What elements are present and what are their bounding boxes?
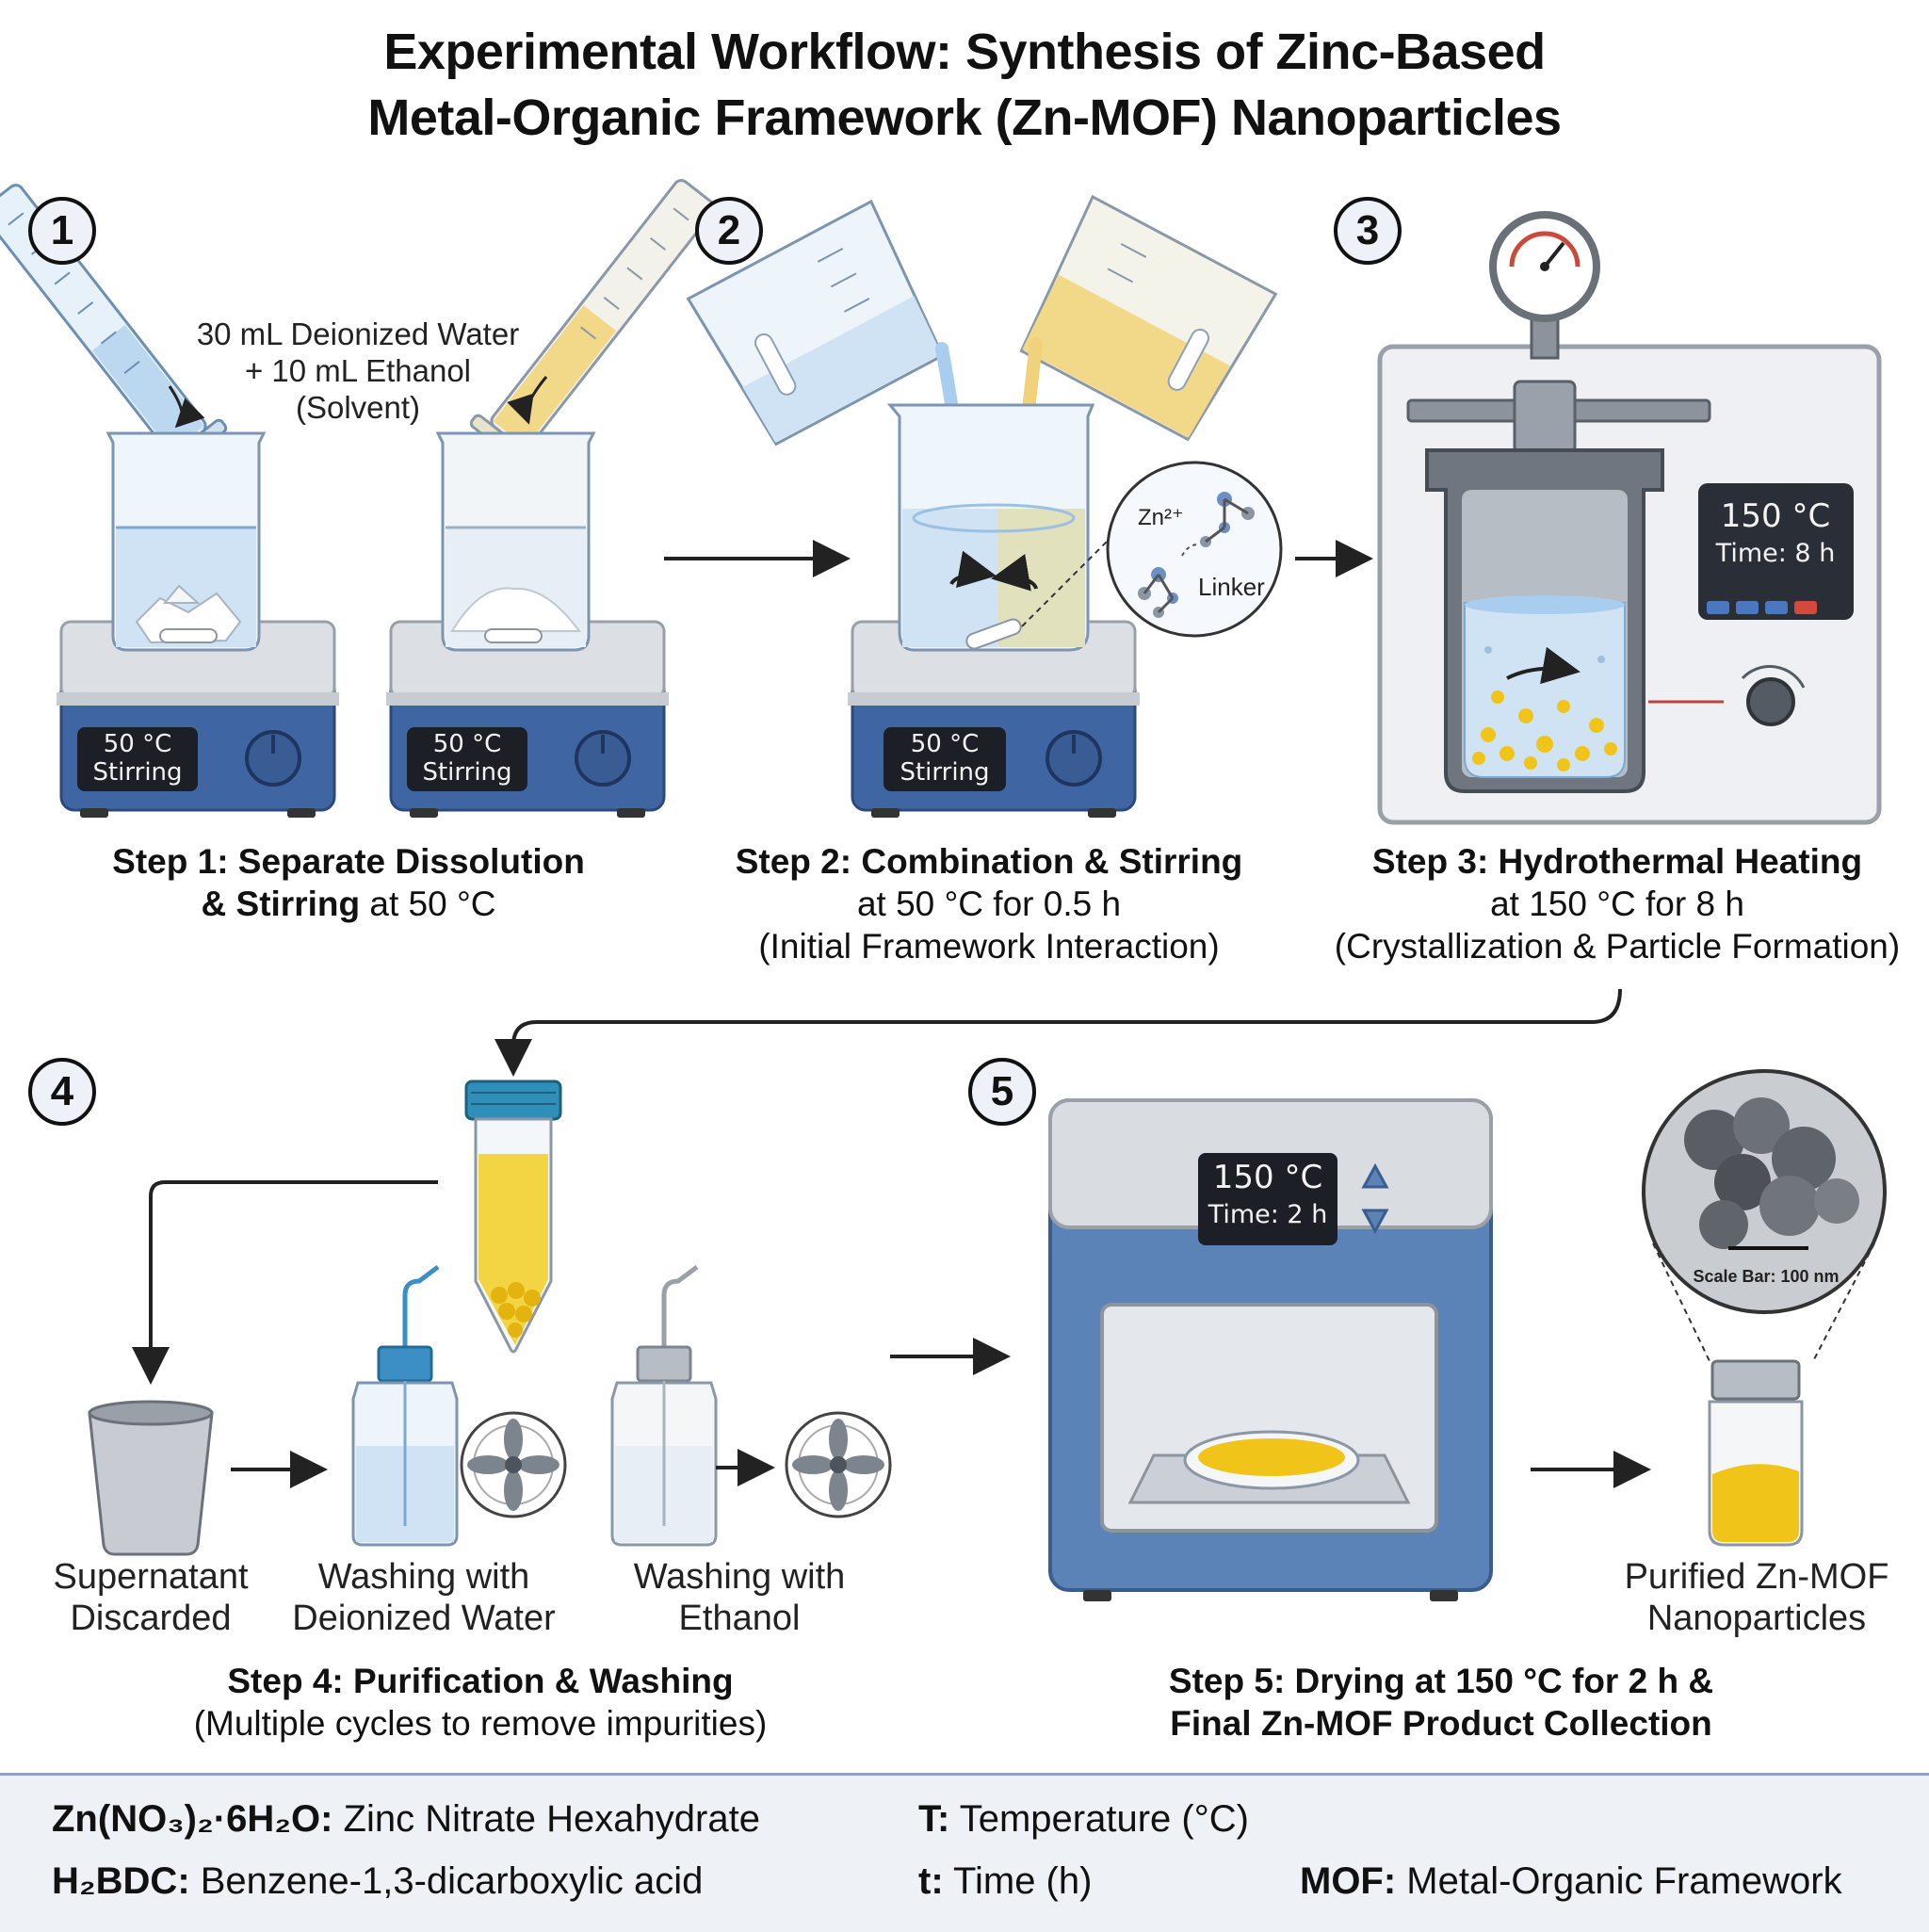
hotplate-2-temp: 50 °C bbox=[432, 730, 502, 758]
centrifuge-tube bbox=[464, 1080, 562, 1354]
step1-caption: Step 1: Separate Dissolution & Stirring … bbox=[57, 840, 640, 925]
drying-oven-display: 150 °C Time: 2 h bbox=[1198, 1153, 1337, 1245]
step3-caption-line1: Step 3: Hydrothermal Heating bbox=[1371, 842, 1863, 881]
tem-micrograph-circle bbox=[1642, 1069, 1887, 1362]
arrow-to-discard bbox=[132, 1180, 438, 1385]
step2-caption-line3: (Initial Framework Interaction) bbox=[758, 927, 1220, 966]
step4-caption: Step 4: Purification & Washing (Multiple… bbox=[141, 1660, 819, 1745]
zn-ion-label: Zn²⁺ bbox=[1138, 505, 1184, 530]
product-line-1: Purified Zn-MOF bbox=[1624, 1557, 1889, 1597]
ethanol-wash-label: Washing with Ethanol bbox=[603, 1556, 876, 1639]
step4-caption-line2: (Multiple cycles to remove impurities) bbox=[193, 1704, 768, 1743]
ethanol-wash-line-1: Washing with bbox=[633, 1557, 846, 1597]
abbreviation-legend: Zn(NO₃)₂·6H₂O: Zinc Nitrate Hexahydrate … bbox=[0, 1773, 1929, 1932]
ethanol-wash-line-2: Ethanol bbox=[678, 1599, 801, 1638]
beaker-zinc-nitrate bbox=[105, 431, 267, 652]
solvent-label: 30 mL Deionized Water + 10 mL Ethanol (S… bbox=[179, 316, 537, 426]
hotplate-3-display: 50 °C Stirring bbox=[883, 727, 1006, 791]
legend-zinc-nitrate: Zn(NO₃)₂·6H₂O: Zinc Nitrate Hexahydrate bbox=[52, 1796, 760, 1842]
hotplate-2-display: 50 °C Stirring bbox=[407, 727, 527, 791]
hotplate-1-display: 50 °C Stirring bbox=[77, 727, 198, 791]
page-title: Experimental Workflow: Synthesis of Zinc… bbox=[0, 19, 1929, 151]
drying-oven-time: Time: 2 h bbox=[1208, 1200, 1328, 1229]
beaker-linker bbox=[435, 431, 596, 652]
legend-zinc-nitrate-key: Zn(NO₃)₂·6H₂O: bbox=[52, 1798, 333, 1840]
pouring-beaker-right bbox=[1019, 194, 1278, 442]
step3-caption-line3: (Crystallization & Particle Formation) bbox=[1334, 927, 1901, 966]
legend-time: t: Time (h) bbox=[918, 1859, 1092, 1904]
drying-oven-temp: 150 °C bbox=[1212, 1159, 1323, 1196]
step5-caption: Step 5: Drying at 150 °C for 2 h & Final… bbox=[1064, 1660, 1818, 1745]
hotplate-3-mode: Stirring bbox=[900, 758, 990, 787]
scale-bar-label: Scale Bar: 100 nm bbox=[1693, 1267, 1840, 1286]
water-wash-line-2: Deionized Water bbox=[292, 1599, 556, 1638]
pour-arrow-right bbox=[507, 376, 548, 425]
molecule-zoom-circle bbox=[1106, 461, 1283, 638]
solvent-line-1: 30 mL Deionized Water bbox=[196, 317, 520, 351]
autoclave-oven bbox=[1377, 211, 1882, 825]
pouring-beaker-left bbox=[686, 199, 945, 446]
product-label: Purified Zn-MOF Nanoparticles bbox=[1601, 1556, 1912, 1639]
waste-cup bbox=[88, 1400, 214, 1556]
legend-temperature-value: Temperature (°C) bbox=[949, 1798, 1249, 1840]
hotplate-2-mode: Stirring bbox=[422, 758, 512, 787]
product-vial bbox=[1708, 1359, 1804, 1547]
legend-temperature: T: Temperature (°C) bbox=[918, 1796, 1249, 1842]
wash-bottle-ethanol bbox=[610, 1265, 718, 1547]
title-line-2: Metal-Organic Framework (Zn-MOF) Nanopar… bbox=[367, 89, 1562, 146]
legend-time-value: Time (h) bbox=[943, 1860, 1093, 1902]
step-number-3: 3 bbox=[1334, 197, 1402, 265]
legend-mof: MOF: Metal-Organic Framework bbox=[1300, 1859, 1842, 1904]
legend-mof-value: Metal-Organic Framework bbox=[1396, 1860, 1842, 1902]
drying-oven bbox=[1048, 1098, 1493, 1601]
autoclave-time: Time: 8 h bbox=[1715, 539, 1836, 568]
legend-mof-key: MOF: bbox=[1300, 1860, 1397, 1902]
step2-caption-line2: at 50 °C for 0.5 h bbox=[856, 885, 1122, 923]
supernatant-label: Supernatant Discarded bbox=[19, 1556, 283, 1639]
autoclave-temp: 150 °C bbox=[1720, 497, 1831, 535]
legend-temperature-key: T: bbox=[918, 1798, 950, 1840]
fan-icon-2 bbox=[785, 1411, 892, 1518]
hotplate-1-mode: Stirring bbox=[92, 758, 183, 787]
linker-label: Linker bbox=[1198, 573, 1265, 601]
step3-caption: Step 3: Hydrothermal Heating at 150 °C f… bbox=[1309, 840, 1925, 967]
step-number-5: 5 bbox=[968, 1058, 1036, 1126]
arrow-step3-to-step4 bbox=[494, 988, 1622, 1077]
legend-time-key: t: bbox=[918, 1860, 944, 1902]
step1-caption-rest: at 50 °C bbox=[360, 885, 496, 923]
legend-h2bdc: H₂BDC: Benzene-1,3-dicarboxylic acid bbox=[52, 1859, 703, 1904]
product-line-2: Nanoparticles bbox=[1646, 1599, 1867, 1638]
step2-caption-line1: Step 2: Combination & Stirring bbox=[735, 842, 1243, 881]
water-wash-label: Washing with Deionized Water bbox=[273, 1556, 575, 1639]
step5-caption-line1: Step 5: Drying at 150 °C for 2 h & bbox=[1168, 1662, 1714, 1700]
title-line-1: Experimental Workflow: Synthesis of Zinc… bbox=[383, 24, 1546, 80]
fan-icon-1 bbox=[460, 1411, 567, 1518]
step1-caption-line1: Step 1: Separate Dissolution bbox=[112, 842, 585, 881]
solvent-line-2: + 10 mL Ethanol bbox=[244, 353, 472, 388]
legend-h2bdc-key: H₂BDC: bbox=[52, 1860, 190, 1902]
step-number-1: 1 bbox=[28, 197, 96, 265]
step-number-4: 4 bbox=[28, 1058, 96, 1126]
supernatant-line-1: Supernatant bbox=[53, 1557, 249, 1597]
step-number-2: 2 bbox=[695, 197, 763, 265]
hotplate-1-temp: 50 °C bbox=[103, 730, 172, 758]
zoom-line bbox=[1021, 522, 1127, 627]
hotplate-3-temp: 50 °C bbox=[910, 730, 980, 758]
wash-bottle-water bbox=[351, 1265, 459, 1547]
step3-caption-line2: at 150 °C for 8 h bbox=[1490, 885, 1744, 923]
pour-arrow-left bbox=[168, 385, 205, 429]
autoclave-display: 150 °C Time: 8 h bbox=[1705, 490, 1846, 592]
legend-h2bdc-value: Benzene-1,3-dicarboxylic acid bbox=[189, 1860, 704, 1902]
solvent-line-3: (Solvent) bbox=[295, 390, 421, 425]
supernatant-line-2: Discarded bbox=[70, 1599, 232, 1638]
combination-beaker bbox=[886, 403, 1095, 652]
legend-zinc-nitrate-value: Zinc Nitrate Hexahydrate bbox=[332, 1798, 760, 1840]
step5-caption-line2: Final Zn-MOF Product Collection bbox=[1170, 1704, 1712, 1743]
step2-caption: Step 2: Combination & Stirring at 50 °C … bbox=[697, 840, 1281, 967]
step4-caption-line1: Step 4: Purification & Washing bbox=[227, 1662, 734, 1700]
water-wash-line-1: Washing with bbox=[317, 1557, 530, 1597]
step1-caption-bold2: & Stirring bbox=[201, 885, 361, 923]
